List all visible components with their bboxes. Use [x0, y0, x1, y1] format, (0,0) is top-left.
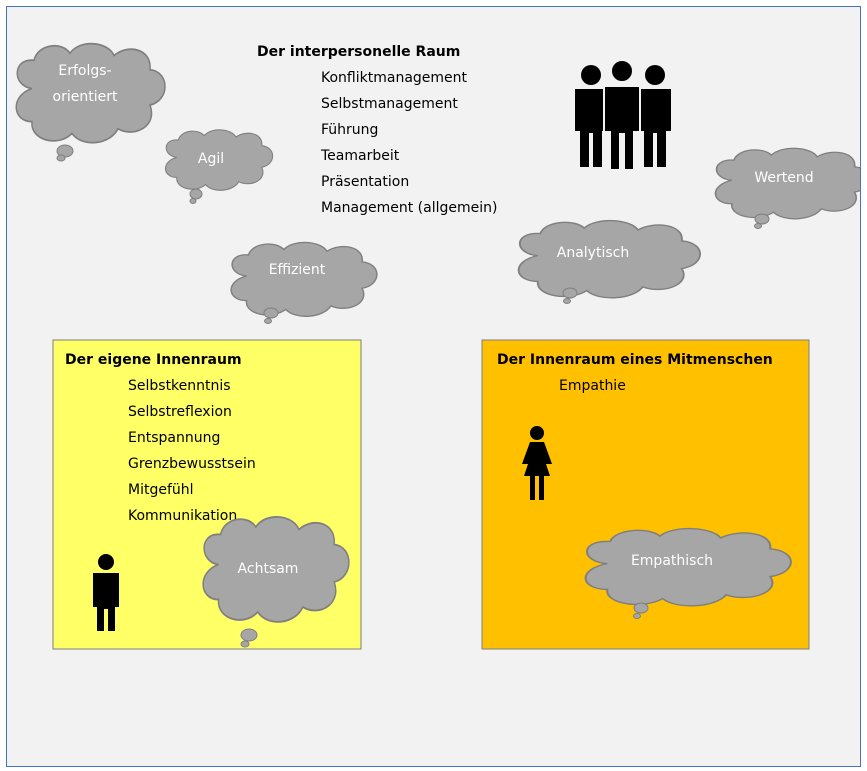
bubble-label: Effizient	[269, 262, 326, 278]
woman-icon	[522, 426, 552, 500]
own-inner-space-item: Grenzbewusstsein	[128, 456, 256, 472]
other-inner-space-item: Empathie	[559, 378, 626, 394]
bubble-label: Analytisch	[557, 245, 629, 261]
bubble-label: Empathisch	[631, 553, 713, 569]
thought-bubble-empathisch: Empathisch	[584, 527, 792, 619]
own-inner-space-item: Selbstkenntnis	[128, 378, 231, 394]
own-inner-space-item: Entspannung	[128, 430, 220, 446]
own-inner-space-item: Selbstreflexion	[128, 404, 232, 420]
interpersonal-title: Der interpersonelle Raum	[257, 44, 460, 60]
bubble-label: Wertend	[754, 170, 813, 186]
other-inner-space-title: Der Innenraum eines Mitmenschen	[497, 352, 773, 368]
interpersonal-item: Führung	[321, 122, 378, 138]
thought-bubble-achtsam: Achtsam	[202, 515, 350, 648]
own-inner-space-item: Kommunikation	[128, 508, 237, 524]
thought-bubble-agil: Agil	[164, 129, 274, 204]
thought-bubble-analytisch: Analytisch	[517, 219, 702, 304]
thought-bubble-wertend: Wertend	[714, 147, 860, 229]
interpersonal-item: Management (allgemein)	[321, 200, 497, 216]
interpersonal-item: Selbstmanagement	[321, 96, 458, 112]
interpersonal-item: Präsentation	[321, 174, 409, 190]
bubble-label: orientiert	[53, 89, 118, 105]
diagram-canvas: Der interpersonelle Raum Konfliktmanagem…	[6, 6, 861, 767]
group-of-people-icon	[575, 59, 671, 171]
bubble-label: Achtsam	[238, 561, 299, 577]
man-icon	[93, 554, 119, 631]
interpersonal-item: Teamarbeit	[320, 148, 400, 164]
bubble-label: Erfolgs-	[58, 63, 111, 79]
own-inner-space-item: Mitgefühl	[128, 482, 194, 498]
own-inner-space-title: Der eigene Innenraum	[65, 352, 242, 368]
bubble-label: Agil	[198, 151, 224, 167]
thought-bubble-effizient: Effizient	[230, 241, 378, 324]
interpersonal-item: Konfliktmanagement	[321, 70, 468, 86]
thought-bubble-erfolgsorientiert: Erfolgs- orientiert	[15, 42, 166, 162]
